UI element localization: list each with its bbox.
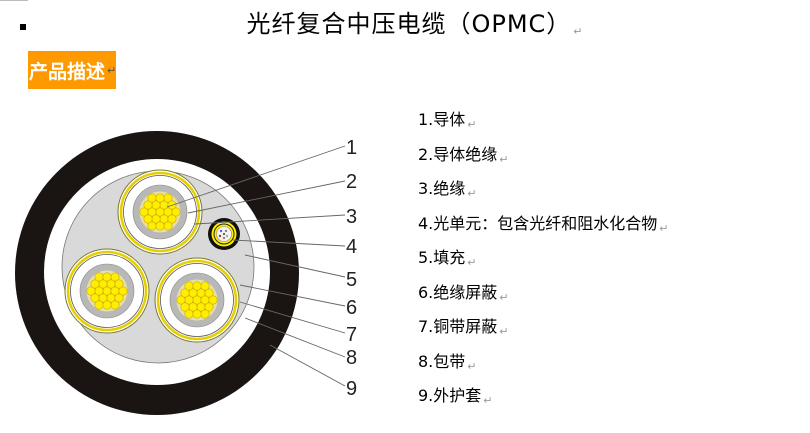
page-title: 光纤复合中压电缆（OPMC）↵	[0, 4, 810, 39]
callout-2: 2	[346, 171, 357, 193]
paragraph-mark-icon: ↵	[573, 25, 584, 38]
legend-item-8: 8.包带↵	[418, 352, 477, 373]
legend-item-2: 2.导体绝缘↵	[418, 145, 509, 166]
legend-item-7: 7.铜带屏蔽↵	[418, 317, 509, 338]
callout-4: 4	[346, 236, 357, 258]
legend-item-1: 1.导体↵	[418, 110, 477, 131]
legend-item-4: 4.光单元：包含光纤和阻水化合物↵	[418, 214, 669, 235]
callout-5: 5	[346, 269, 357, 291]
paragraph-mark-icon: ↵	[467, 360, 477, 373]
paragraph-mark-icon: ↵	[499, 325, 509, 338]
paragraph-mark-icon: ↵	[467, 256, 477, 269]
paragraph-mark-icon: ↵	[659, 222, 669, 235]
paragraph-mark-icon: ↵	[467, 118, 477, 131]
callout-1: 1	[346, 137, 357, 159]
page-title-text: 光纤复合中压电缆（OPMC）	[246, 10, 572, 38]
legend-item-9: 9.外护套↵	[418, 386, 493, 407]
section-heading-label: 产品描述	[29, 60, 106, 83]
callout-9: 9	[346, 378, 357, 400]
paragraph-mark-icon: ↵	[107, 63, 117, 77]
paragraph-mark-icon: ↵	[467, 187, 477, 200]
callout-3: 3	[346, 206, 357, 228]
paragraph-mark-icon: ↵	[499, 153, 509, 166]
callout-6: 6	[346, 297, 357, 319]
callout-8: 8	[346, 347, 357, 369]
cable-cross-section-diagram: 1 2 3 4 5 6 7 8 9	[15, 131, 357, 415]
section-heading: 产品描述↵	[28, 51, 117, 89]
leader-lines	[166, 145, 346, 387]
bullet-marker	[20, 24, 26, 30]
paragraph-mark-icon: ↵	[483, 394, 493, 407]
callout-7: 7	[346, 324, 357, 346]
legend-item-3: 3.绝缘↵	[418, 179, 477, 200]
legend-item-5: 5.填充↵	[418, 248, 477, 269]
legend-item-6: 6.绝缘屏蔽↵	[418, 283, 509, 304]
top-rule	[0, 0, 28, 1]
callout-numbers: 1 2 3 4 5 6 7 8 9	[346, 137, 357, 400]
paragraph-mark-icon: ↵	[499, 291, 509, 304]
